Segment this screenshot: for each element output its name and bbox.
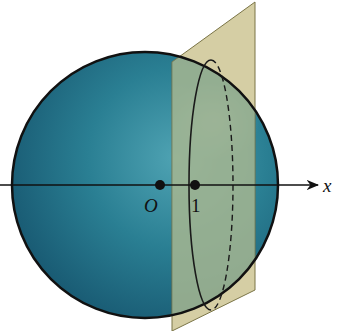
plane-inside-sphere <box>172 2 255 331</box>
origin-label: O <box>144 196 158 215</box>
origin-dot <box>155 180 165 190</box>
axis-label: x <box>323 176 331 195</box>
cutting-plane <box>172 2 255 331</box>
point-label: 1 <box>191 196 201 215</box>
point-dot <box>190 180 200 190</box>
